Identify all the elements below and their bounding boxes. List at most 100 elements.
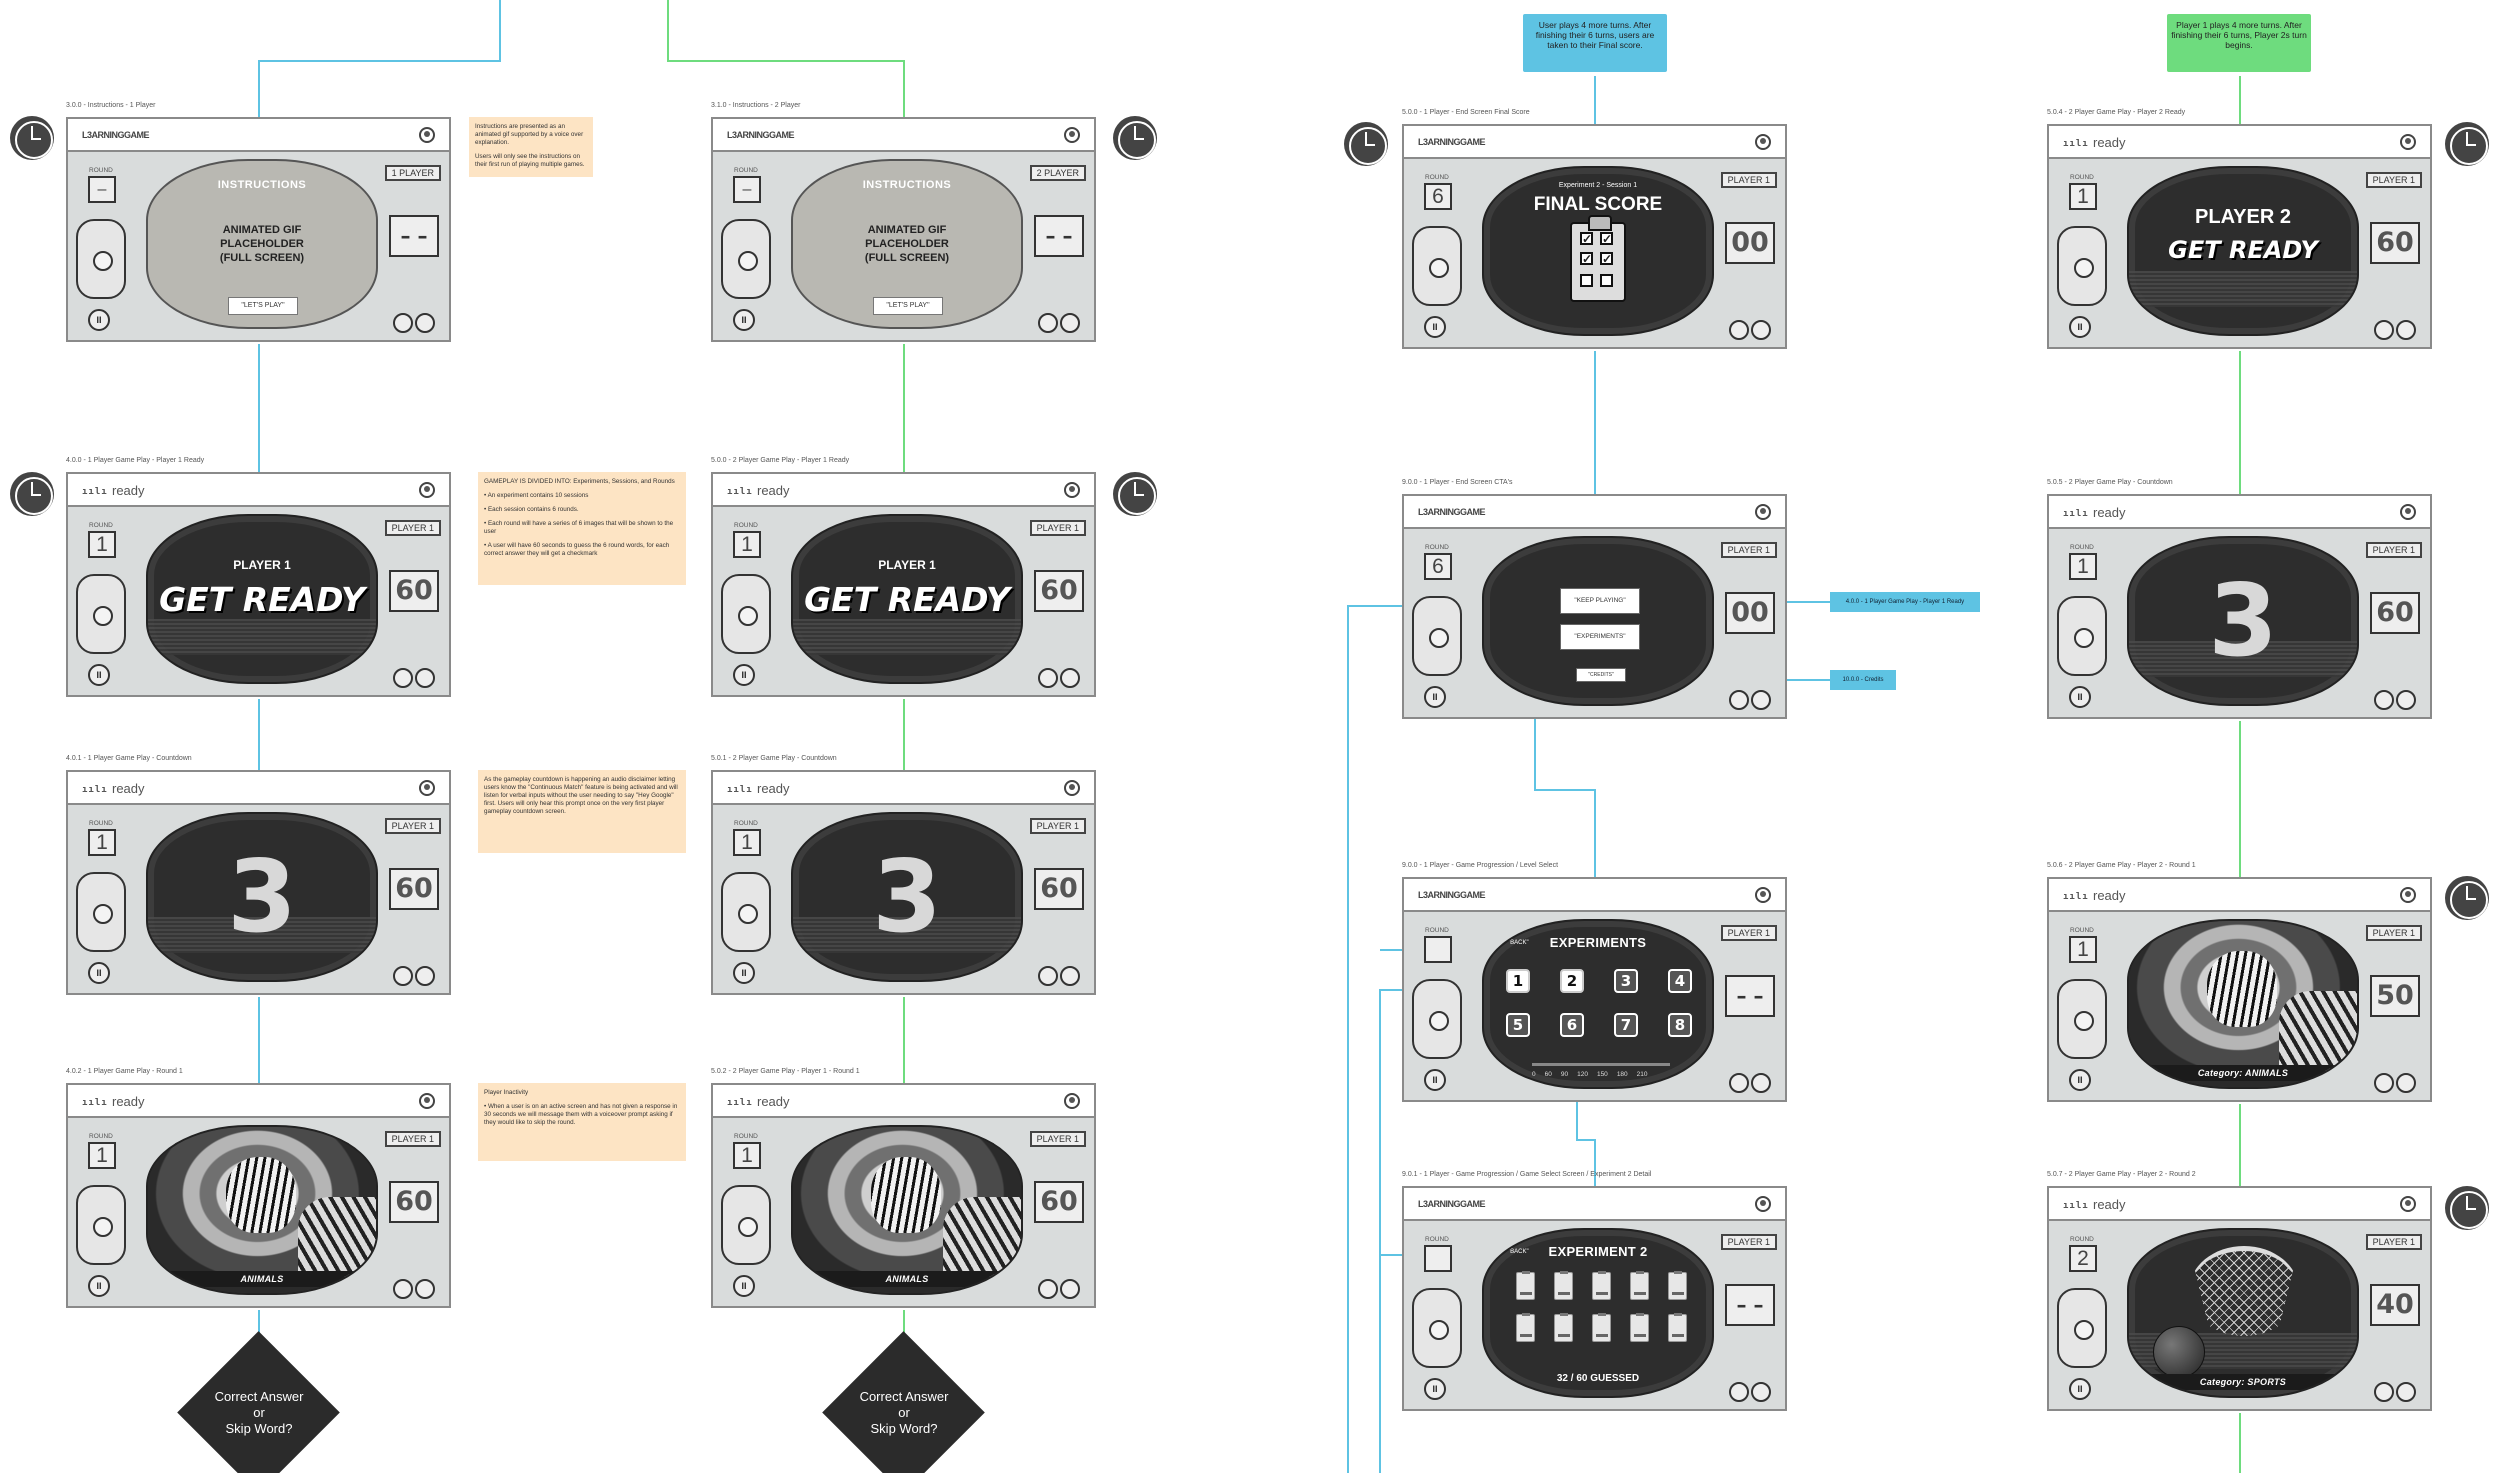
level-4-button[interactable]: 4 — [1668, 969, 1692, 993]
control-circle[interactable] — [1060, 1279, 1080, 1299]
avatar[interactable] — [1755, 134, 1771, 150]
pause-button[interactable]: II — [88, 962, 110, 984]
back-button[interactable]: "BACK" — [1508, 940, 1529, 946]
control-circle[interactable] — [415, 1279, 435, 1299]
dial-control[interactable] — [76, 1185, 126, 1265]
pause-button[interactable]: II — [1424, 686, 1446, 708]
avatar[interactable] — [1064, 127, 1080, 143]
level-6-button[interactable]: 6 — [1560, 1013, 1584, 1037]
control-circle[interactable] — [1060, 668, 1080, 688]
control-circle[interactable] — [415, 313, 435, 333]
control-circle[interactable] — [2374, 1382, 2394, 1402]
control-circle[interactable] — [1751, 1382, 1771, 1402]
dial-control[interactable] — [1412, 226, 1462, 306]
dial-control[interactable] — [2057, 596, 2107, 676]
dial-control[interactable] — [721, 574, 771, 654]
control-circle[interactable] — [1060, 966, 1080, 986]
control-circle[interactable] — [1751, 1073, 1771, 1093]
avatar[interactable] — [419, 127, 435, 143]
pause-button[interactable]: II — [733, 309, 755, 331]
control-circle[interactable] — [393, 668, 413, 688]
avatar[interactable] — [419, 482, 435, 498]
pause-button[interactable]: II — [733, 1275, 755, 1297]
avatar[interactable] — [1755, 1196, 1771, 1212]
avatar[interactable] — [1064, 780, 1080, 796]
dial-control[interactable] — [76, 574, 126, 654]
level-3-button[interactable]: 3 — [1614, 969, 1638, 993]
control-circle[interactable] — [1060, 313, 1080, 333]
avatar[interactable] — [1064, 482, 1080, 498]
avatar[interactable] — [2400, 887, 2416, 903]
control-circle[interactable] — [1038, 1279, 1058, 1299]
control-circle[interactable] — [2396, 1073, 2416, 1093]
control-circle[interactable] — [1729, 320, 1749, 340]
control-circle[interactable] — [2374, 690, 2394, 710]
control-circle[interactable] — [2396, 320, 2416, 340]
dial-control[interactable] — [2057, 226, 2107, 306]
control-circle[interactable] — [415, 668, 435, 688]
session-card[interactable] — [1554, 1313, 1573, 1342]
control-circle[interactable] — [415, 966, 435, 986]
pause-button[interactable]: II — [1424, 1378, 1446, 1400]
control-circle[interactable] — [1729, 1382, 1749, 1402]
session-card[interactable] — [1516, 1271, 1535, 1300]
pause-button[interactable]: II — [733, 962, 755, 984]
control-circle[interactable] — [393, 1279, 413, 1299]
avatar[interactable] — [2400, 134, 2416, 150]
control-circle[interactable] — [2396, 1382, 2416, 1402]
avatar[interactable] — [1755, 887, 1771, 903]
dial-control[interactable] — [1412, 596, 1462, 676]
pause-button[interactable]: II — [2069, 1069, 2091, 1091]
pause-button[interactable]: II — [2069, 1378, 2091, 1400]
pause-button[interactable]: II — [88, 309, 110, 331]
level-1-button[interactable]: 1 — [1506, 969, 1530, 993]
avatar[interactable] — [2400, 1196, 2416, 1212]
pause-button[interactable]: II — [88, 664, 110, 686]
dial-control[interactable] — [1412, 1288, 1462, 1368]
control-circle[interactable] — [2374, 1073, 2394, 1093]
lets-play-button[interactable]: "LET'S PLAY" — [873, 297, 943, 315]
control-circle[interactable] — [1751, 320, 1771, 340]
lets-play-button[interactable]: "LET'S PLAY" — [228, 297, 298, 315]
level-5-button[interactable]: 5 — [1506, 1013, 1530, 1037]
keep-playing-button[interactable]: "KEEP PLAYING" — [1560, 588, 1640, 614]
control-circle[interactable] — [1038, 313, 1058, 333]
avatar[interactable] — [2400, 504, 2416, 520]
avatar[interactable] — [419, 780, 435, 796]
dial-control[interactable] — [721, 219, 771, 299]
experiments-button[interactable]: "EXPERIMENTS" — [1560, 624, 1640, 650]
pause-button[interactable]: II — [1424, 1069, 1446, 1091]
control-circle[interactable] — [393, 966, 413, 986]
session-card[interactable] — [1668, 1313, 1687, 1342]
dial-control[interactable] — [76, 219, 126, 299]
session-card[interactable] — [1630, 1271, 1649, 1300]
control-circle[interactable] — [1729, 690, 1749, 710]
session-card[interactable] — [1554, 1271, 1573, 1300]
session-card[interactable] — [1592, 1313, 1611, 1342]
dial-control[interactable] — [2057, 1288, 2107, 1368]
avatar[interactable] — [419, 1093, 435, 1109]
level-2-button[interactable]: 2 — [1560, 969, 1584, 993]
session-card[interactable] — [1516, 1313, 1535, 1342]
dial-control[interactable] — [2057, 979, 2107, 1059]
control-circle[interactable] — [2374, 320, 2394, 340]
control-circle[interactable] — [1751, 690, 1771, 710]
back-button[interactable]: "BACK" — [1508, 1249, 1529, 1255]
pause-button[interactable]: II — [2069, 686, 2091, 708]
link-tag-player1-ready[interactable]: 4.0.0 - 1 Player Game Play - Player 1 Re… — [1830, 592, 1980, 612]
session-card[interactable] — [1592, 1271, 1611, 1300]
link-tag-credits[interactable]: 10.0.0 - Credits — [1830, 670, 1896, 690]
dial-control[interactable] — [721, 1185, 771, 1265]
session-card[interactable] — [1630, 1313, 1649, 1342]
level-8-button[interactable]: 8 — [1668, 1013, 1692, 1037]
dial-control[interactable] — [1412, 979, 1462, 1059]
dial-control[interactable] — [76, 872, 126, 952]
control-circle[interactable] — [1038, 966, 1058, 986]
level-7-button[interactable]: 7 — [1614, 1013, 1638, 1037]
dial-control[interactable] — [721, 872, 771, 952]
pause-button[interactable]: II — [733, 664, 755, 686]
avatar[interactable] — [1755, 504, 1771, 520]
control-circle[interactable] — [2396, 690, 2416, 710]
pause-button[interactable]: II — [88, 1275, 110, 1297]
control-circle[interactable] — [1038, 668, 1058, 688]
